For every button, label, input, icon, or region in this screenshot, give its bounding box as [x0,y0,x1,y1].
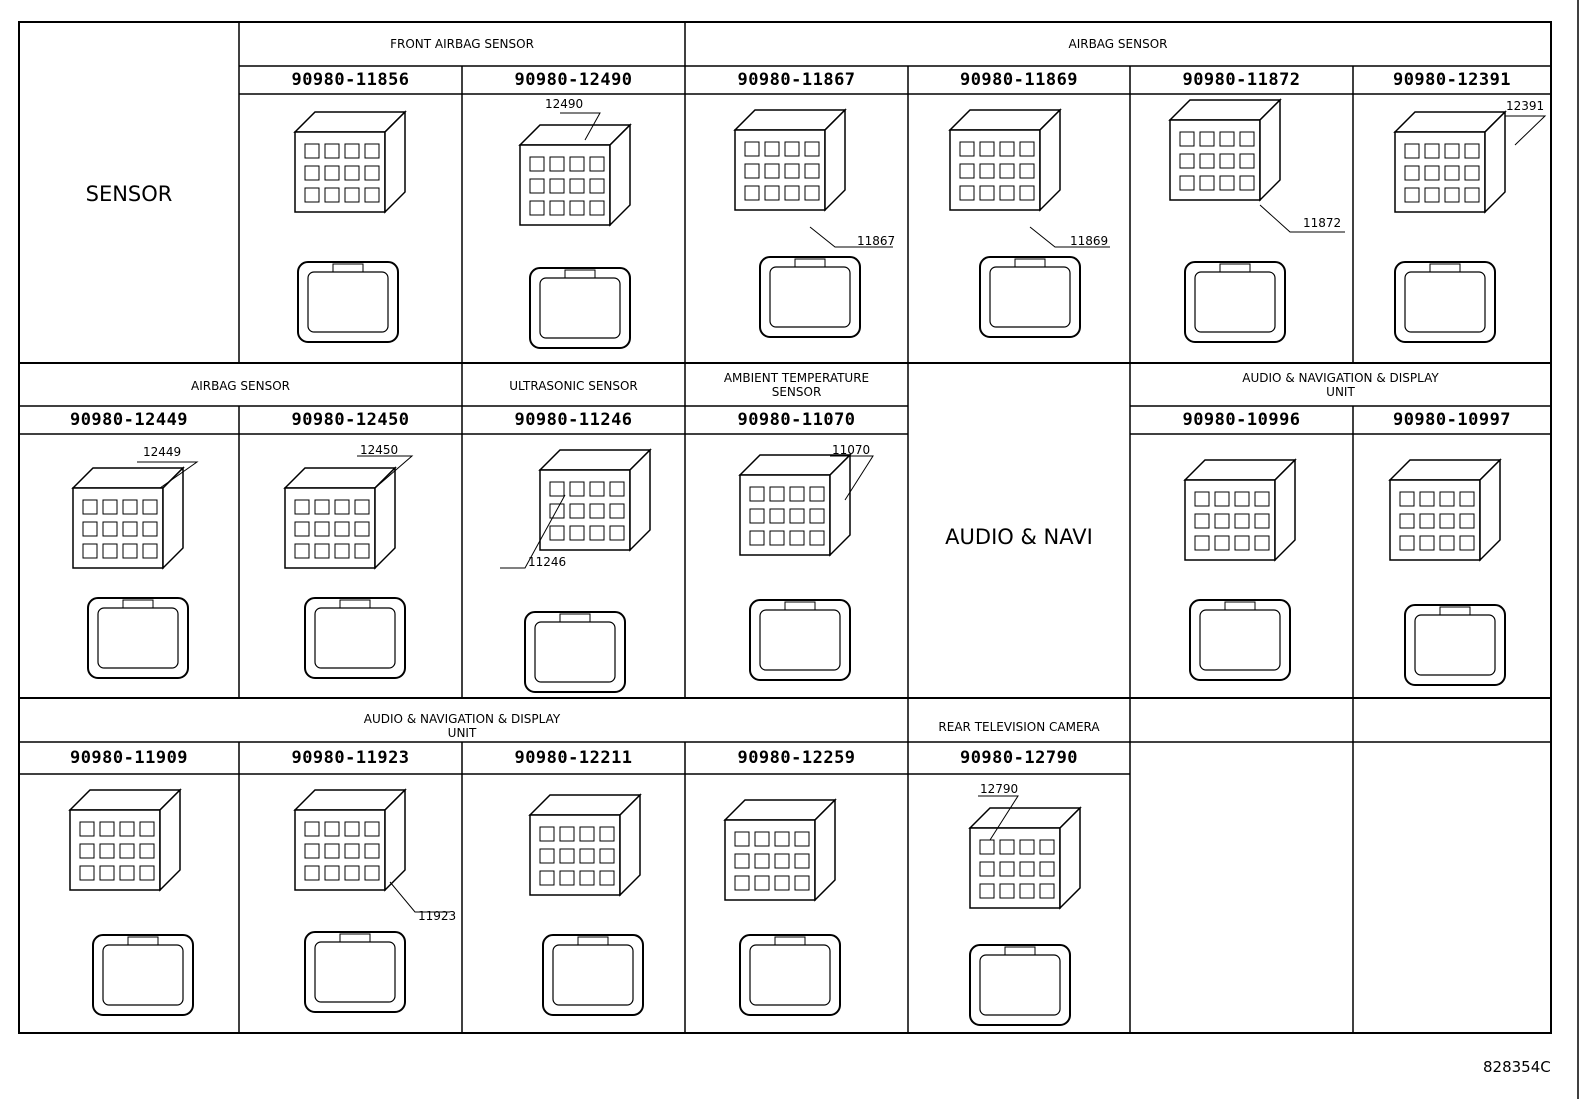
part-number: 90980-10997 [1392,410,1512,430]
part-number: 90980-12790 [959,748,1079,768]
connector-icon [739,454,851,556]
callout-11869: 11869 [1070,234,1109,248]
terminal-face-icon [749,599,851,681]
callout-11923: 11923 [418,909,457,923]
terminal-face-icon [297,261,399,343]
connector-icon [294,789,406,891]
part-number: 90980-12391 [1392,70,1512,90]
connector-icon [539,449,651,551]
part-number: 90980-11872 [1182,70,1301,90]
sensor-row-label: SENSOR [85,182,173,206]
part-number: 90980-11246 [514,410,633,430]
terminal-face-icon [92,934,194,1016]
connector-icon [1184,459,1296,561]
terminal-face-icon [1404,604,1506,686]
connector-icon [1389,459,1501,561]
part-number: 90980-12450 [291,410,410,430]
part-number: 90980-11869 [959,70,1079,90]
connector-icon [1169,99,1281,201]
connector-icon [734,109,846,211]
terminal-face-icon [1189,599,1291,681]
terminal-face-icon [87,597,189,679]
drawing-code: 828354C [1483,1058,1551,1076]
callout-12490: 12490 [545,97,584,111]
callout-11867: 11867 [857,234,896,248]
terminal-face-icon [304,931,406,1013]
audio-nav-display-header-mid: AUDIO & NAVIGATION & DISPLAY UNIT [1242,371,1439,399]
terminal-face-icon [1394,261,1496,343]
callout-11872: 11872 [1303,216,1342,230]
connector-icon [284,467,396,569]
part-number: 90980-11923 [291,748,410,768]
connector-icon [969,807,1081,909]
callout-12391: 12391 [1506,99,1545,113]
ultrasonic-sensor-header: ULTRASONIC SENSOR [509,379,638,393]
callout-11246: 11246 [528,555,567,569]
callout-11070: 11070 [832,443,871,457]
connector-icon [949,109,1061,211]
callout-12449: 12449 [143,445,182,459]
terminal-face-icon [759,256,861,338]
part-number: 90980-12211 [514,748,633,768]
terminal-face-icon [524,611,626,693]
part-number: 90980-11909 [69,748,189,768]
part-number: 90980-11070 [737,410,856,430]
connector-icon [519,124,631,226]
part-number: 90980-11867 [737,70,856,90]
part-number: 90980-10996 [1182,410,1301,430]
part-number: 90980-12449 [69,410,189,430]
airbag-sensor-header-mid: AIRBAG SENSOR [190,379,290,393]
callout-12450: 12450 [360,443,399,457]
connector-icon [724,799,836,901]
terminal-face-icon [529,267,631,349]
ambient-temperature-sensor-header: AMBIENT TEMPERATURE SENSOR [723,371,870,399]
connector-icon [529,794,641,896]
callout-12790: 12790 [980,782,1019,796]
terminal-face-icon [1184,261,1286,343]
connector-icon [69,789,181,891]
connector-icon [294,111,406,213]
front-airbag-sensor-header: FRONT AIRBAG SENSOR [390,37,534,51]
part-number: 90980-12259 [737,748,856,768]
audio-nav-display-header-bottom: AUDIO & NAVIGATION & DISPLAY UNIT [363,712,561,740]
audio-navi-label: AUDIO & NAVI [945,525,1093,549]
rear-tv-camera-header: REAR TELEVISION CAMERA [938,720,1100,734]
part-number: 90980-11856 [291,70,410,90]
terminal-face-icon [979,256,1081,338]
terminal-face-icon [304,597,406,679]
terminal-face-icon [739,934,841,1016]
connector-icon [1394,111,1506,213]
terminal-face-icon [542,934,644,1016]
part-number: 90980-12490 [514,70,633,90]
airbag-sensor-header-top: AIRBAG SENSOR [1068,37,1168,51]
terminal-face-icon [969,944,1071,1026]
